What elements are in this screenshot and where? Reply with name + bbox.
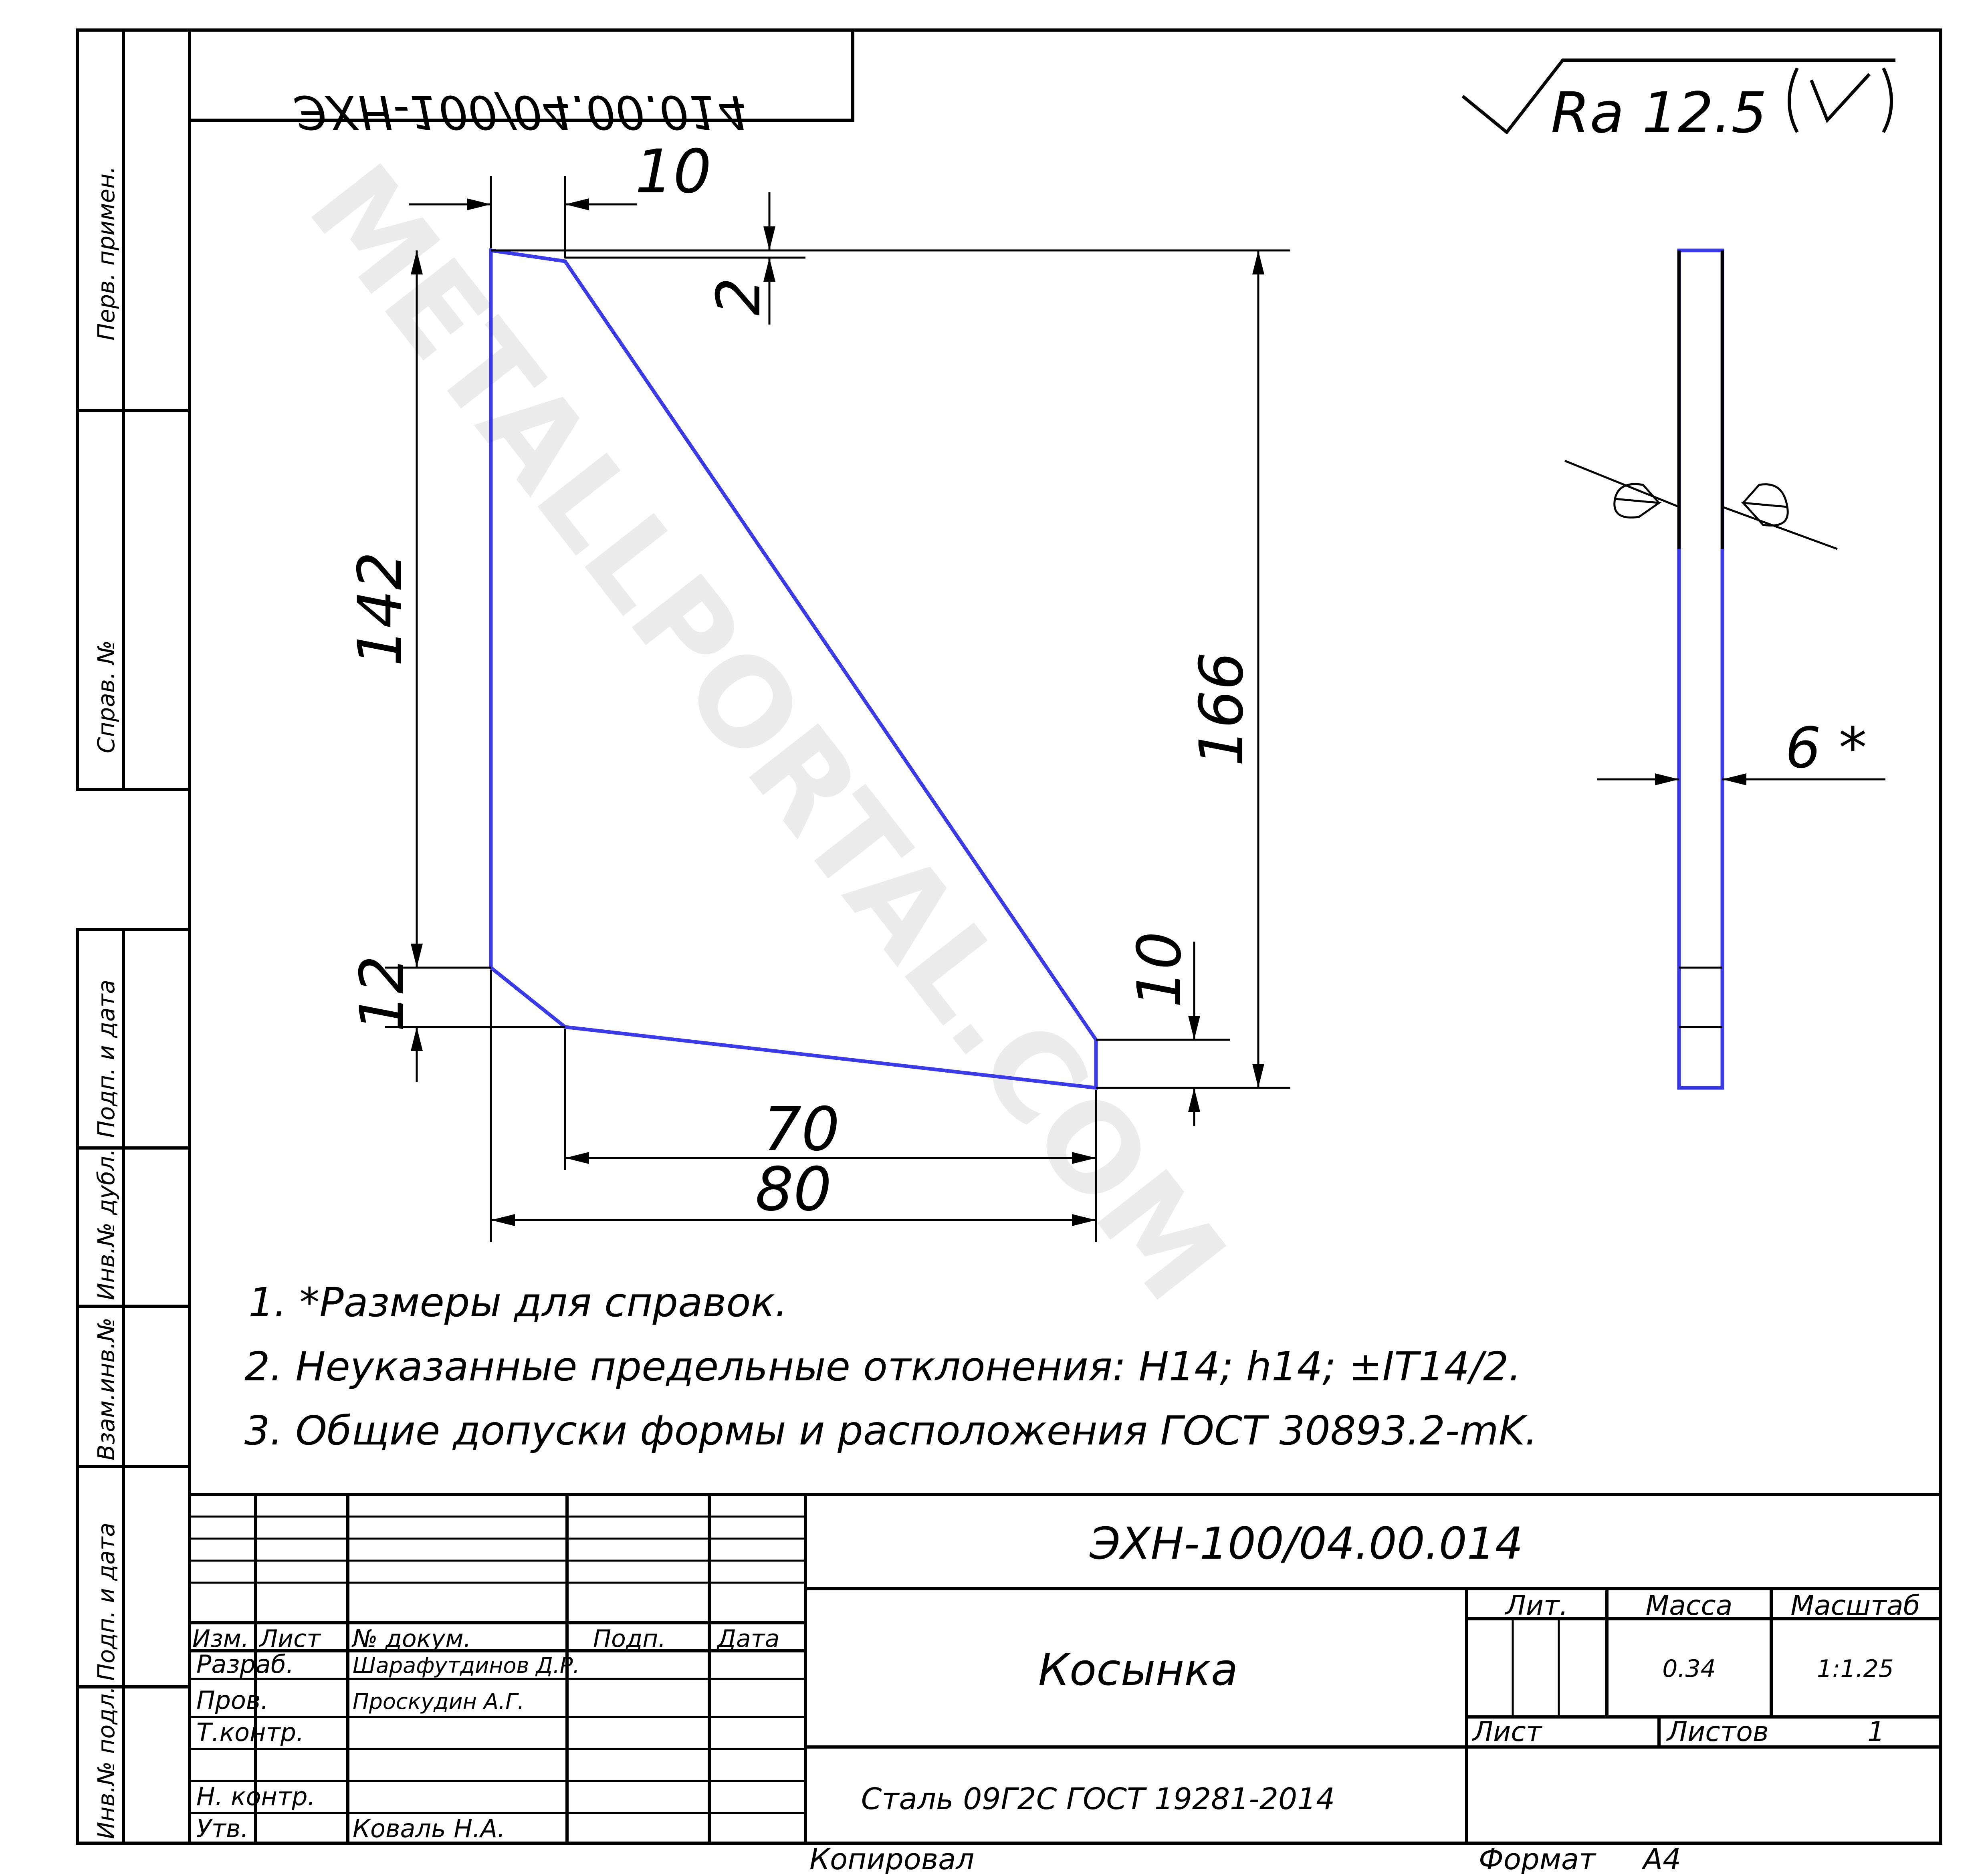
mirrored-code-box xyxy=(188,28,854,122)
mass-value: 0.34 xyxy=(1662,1655,1716,1683)
left-stamp-column xyxy=(76,28,191,1845)
dim-total-height: 166 xyxy=(1187,652,1257,767)
part-name: Косынка xyxy=(1038,1644,1238,1695)
side-view xyxy=(1677,248,1724,1090)
dim-thickness: 6 * xyxy=(1785,716,1867,781)
mass-label: Масса xyxy=(1646,1590,1733,1622)
col-list: Лист xyxy=(259,1625,321,1653)
format-label: Формат xyxy=(1479,1842,1596,1874)
thickness-dimension xyxy=(1597,773,1885,785)
role-tkontr: Т.контр. xyxy=(196,1718,304,1747)
designation: ЭХН-100/04.00.014 xyxy=(1089,1518,1523,1569)
col-data: Дата xyxy=(716,1625,779,1653)
roughness-sign xyxy=(1461,58,1895,135)
sheet-label: Лист xyxy=(1471,1716,1543,1748)
dim-bottom-inner: 70 xyxy=(763,1095,840,1164)
name-razrab: Шарафутдинов Д.Р. xyxy=(353,1653,580,1678)
col-dokum: № докум. xyxy=(351,1625,471,1653)
dim-top-offset: 2 xyxy=(704,277,774,315)
roughness-value: Ra 12.5 xyxy=(1551,81,1767,146)
stamp-perv-primen: Перв. примен. xyxy=(93,166,120,341)
role-prov: Пров. xyxy=(196,1686,268,1715)
stamp-inv-podl: Инв.№ подл. xyxy=(93,1686,120,1839)
role-razrab: Разраб. xyxy=(196,1650,294,1679)
format-value: A4 xyxy=(1641,1842,1681,1874)
stamp-inv-dubl: Инв.№ дубл. xyxy=(93,1149,120,1300)
sheets-value: 1 xyxy=(1867,1716,1885,1748)
role-utv: Утв. xyxy=(196,1814,248,1843)
col-podp: Подп. xyxy=(593,1625,666,1653)
name-prov: Проскудин А.Г. xyxy=(353,1689,524,1714)
copied-label: Копировал xyxy=(809,1842,974,1874)
stamp-podp-data-2: Подп. и дата xyxy=(93,1523,120,1681)
sheets-label: Листов xyxy=(1666,1716,1769,1748)
mirrored-drawing-code: ЭХН-100/04.00.014 xyxy=(294,85,748,139)
weld-symbols xyxy=(1564,460,1838,550)
dim-left-height: 142 xyxy=(345,552,415,666)
dim-left-bottom: 12 xyxy=(347,956,417,1032)
stamp-podp-data-1: Подп. и дата xyxy=(93,980,120,1138)
scale-value: 1:1.25 xyxy=(1817,1655,1894,1683)
note-3: 3. Общие допуски формы и расположения ГО… xyxy=(244,1407,1538,1454)
dim-top-width: 10 xyxy=(635,137,712,207)
dim-bottom-total: 80 xyxy=(755,1155,832,1224)
dimension-lines xyxy=(385,176,1290,1242)
note-2: 2. Неуказанные предельные отклонения: H1… xyxy=(244,1343,1521,1390)
role-nkontr: Н. контр. xyxy=(196,1782,315,1811)
note-1: 1. *Размеры для справок. xyxy=(248,1279,788,1326)
stamp-vzam-inv: Взам.инв.№ xyxy=(93,1317,120,1460)
dim-right-bottom: 10 xyxy=(1125,932,1195,1008)
material: Сталь 09Г2С ГОСТ 19281-2014 xyxy=(861,1782,1335,1816)
title-block xyxy=(188,1493,1942,1845)
name-utv: Коваль Н.А. xyxy=(353,1814,505,1843)
stamp-sprav-no: Справ. № xyxy=(93,640,120,753)
lit-label: Лит. xyxy=(1504,1590,1568,1622)
col-izm: Изм. xyxy=(192,1625,249,1653)
scale-label: Масштаб xyxy=(1790,1590,1920,1622)
